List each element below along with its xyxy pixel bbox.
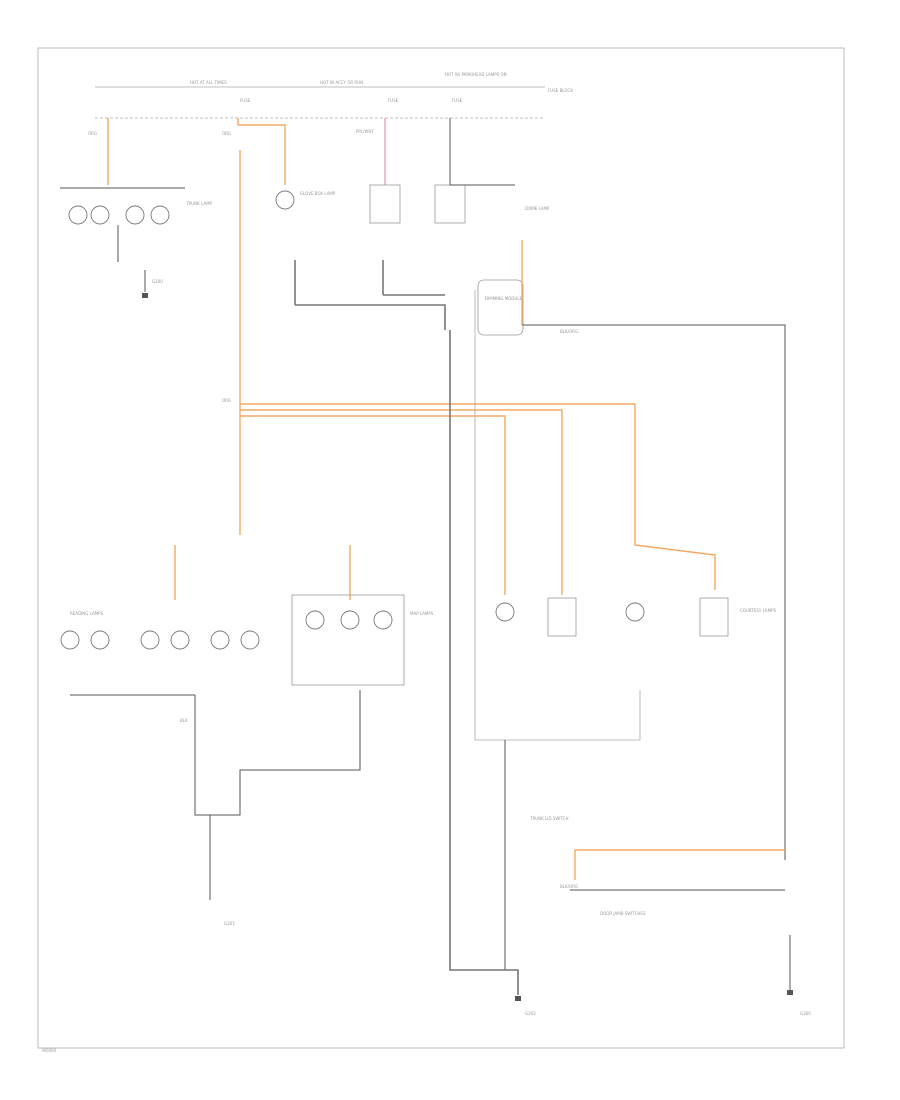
map-lamp-box (291, 594, 405, 686)
top-label-1: HOT AT ALL TIMES (190, 80, 227, 85)
lamp-right-1 (495, 602, 515, 622)
lamp-2 (90, 205, 110, 225)
lamp-right-box-1 (547, 597, 577, 637)
lamp-1 (68, 205, 88, 225)
cluster-return-wire (194, 690, 361, 816)
component-label-courtesy: COURTESY LAMPS (740, 608, 777, 613)
top-label-3: HOT W/ PARK/HEAD LAMPS ON (445, 72, 507, 77)
main-ground-wire (449, 330, 519, 995)
wire-label-blkorg-2: BLK/ORG (560, 884, 578, 889)
ground-symbol-g200 (142, 293, 148, 298)
courtesy-feed-wire (237, 118, 286, 185)
component-label-trunk-switch: TRUNK LID SWITCH (529, 816, 568, 821)
lamp-map-1 (305, 610, 325, 630)
lamp-3 (125, 205, 145, 225)
lamp-reading-1 (60, 630, 80, 650)
ground-label-g300: G300 (800, 1011, 811, 1016)
right-riser-wire (522, 324, 786, 860)
switch-box-1 (369, 184, 401, 224)
fuse-block-label: FUSE BLOCK (548, 88, 573, 93)
lamp-map-3 (373, 610, 393, 630)
component-label-map: MAP LAMPS (410, 611, 434, 616)
fuse-label-3: FUSE (452, 98, 463, 103)
component-label-glovebox: GLOVE BOX LAMP (300, 191, 336, 196)
ground-label-g200: G200 (152, 279, 163, 284)
lamp-map-2 (340, 610, 360, 630)
fuse-label-1: FUSE (240, 98, 251, 103)
top-label-2: HOT IN ACCY OR RUN (320, 80, 363, 85)
ground-symbol-g202 (515, 996, 521, 1001)
component-label-dimming: DIMMING MODULE (485, 296, 523, 301)
lamp-reading-4 (170, 630, 190, 650)
component-label-trunk: TRUNK LAMP (185, 201, 213, 206)
diagram-frame (37, 47, 845, 1049)
lamp-right-2 (625, 602, 645, 622)
lamp-reading-5 (210, 630, 230, 650)
component-label-dome: DOME LAMP (525, 206, 550, 211)
right-return-loop (474, 290, 641, 741)
wire-label-3: ORG (222, 398, 231, 403)
lamp-right-box-2 (699, 597, 729, 637)
component-label-doorjamb: DOOR JAMB SWITCHES (600, 911, 646, 916)
fuse-label-2: FUSE (388, 98, 399, 103)
wire-label-2: ORG (222, 131, 231, 136)
ground-symbol-g300 (787, 990, 793, 995)
orange-branch-2 (240, 409, 563, 595)
component-label-reading: READING LAMPS (70, 611, 104, 616)
ground-label-g201: G201 (224, 921, 235, 926)
door-switch-feed (574, 849, 785, 880)
lamp-courtesy (275, 190, 295, 210)
lamp-reading-2 (90, 630, 110, 650)
wire-label-ppl: PPL/WHT (356, 129, 374, 134)
orange-branch-3 (240, 415, 506, 595)
wire-label-1: ORG (88, 131, 97, 136)
wire-label-blkorg: BLK/ORG (560, 329, 578, 334)
switch-box-2 (434, 184, 466, 224)
dimming-module (477, 279, 524, 336)
lamp-reading-3 (140, 630, 160, 650)
page-code: W0000 (42, 1048, 57, 1053)
wire-label-4: BLK (180, 718, 188, 723)
orange-branch-1 (240, 403, 716, 590)
lamp-reading-6 (240, 630, 260, 650)
return-bus-1 (295, 304, 446, 330)
lamp-4 (150, 205, 170, 225)
ground-label-g202: G202 (525, 1011, 536, 1016)
